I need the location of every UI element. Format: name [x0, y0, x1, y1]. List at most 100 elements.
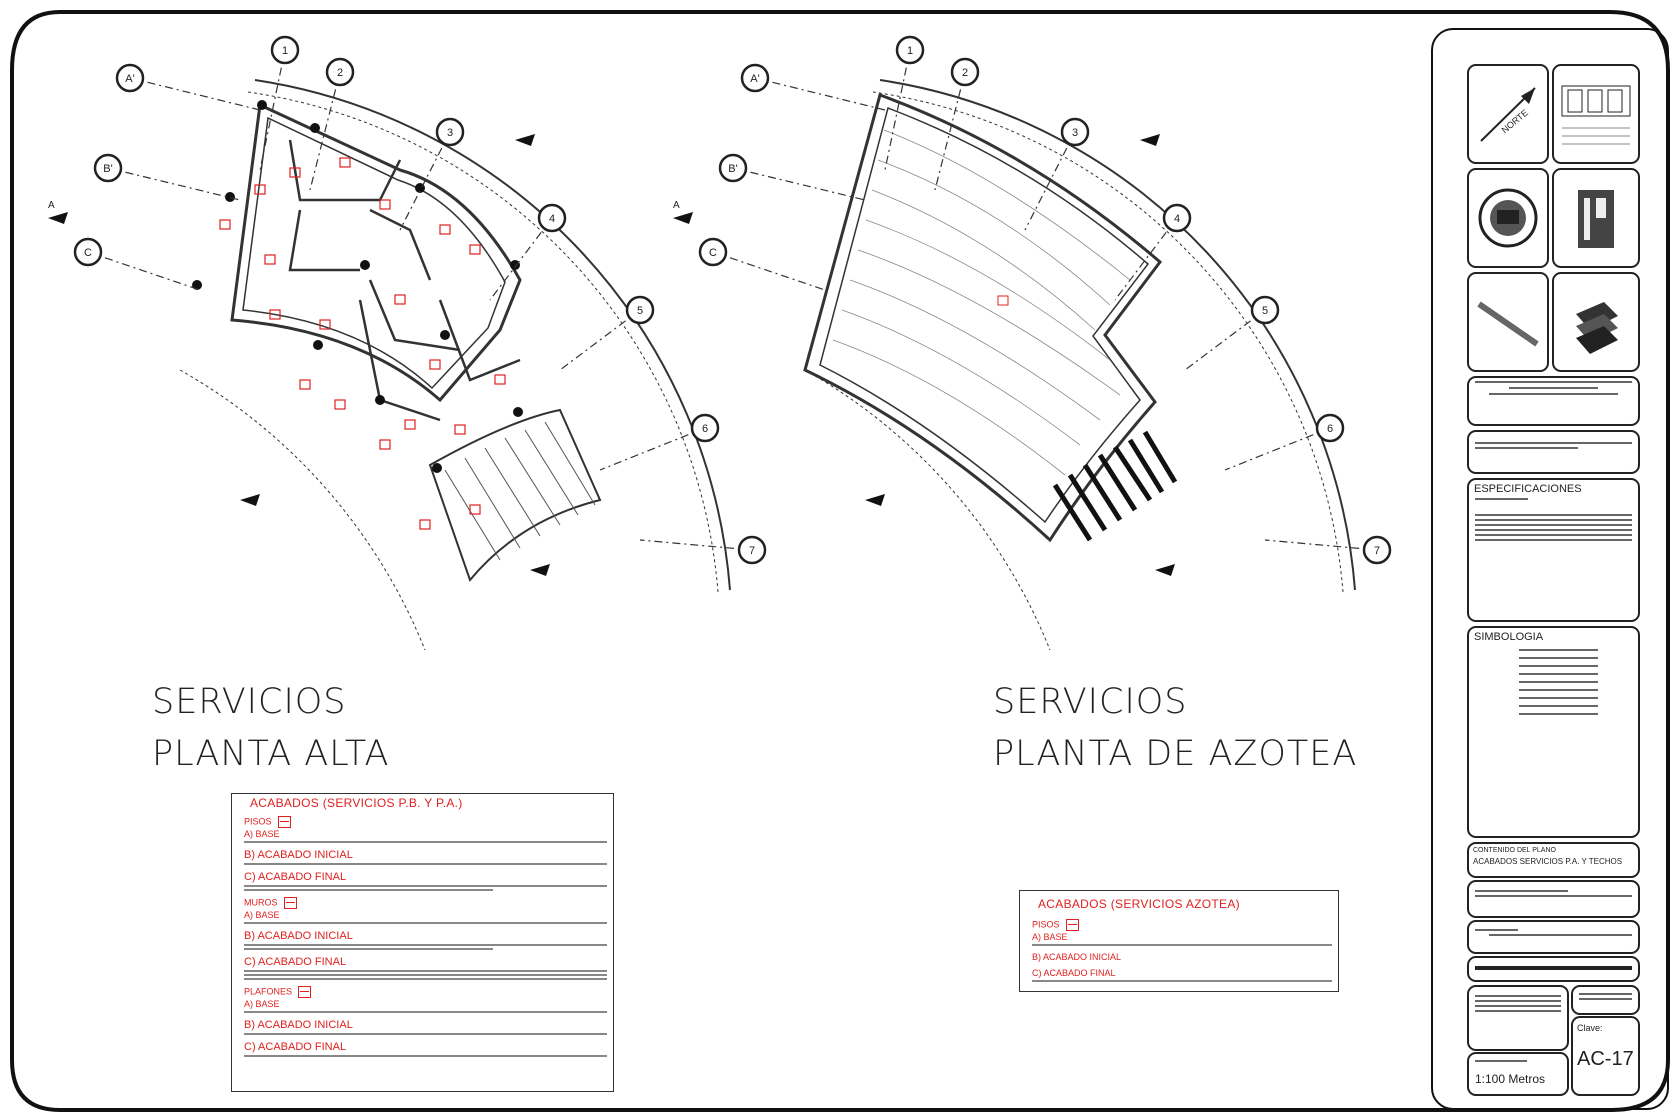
axis-grid-line — [599, 427, 706, 471]
axis-label: 3 — [1072, 127, 1078, 139]
axis-bubble — [690, 413, 720, 443]
section-label: A — [48, 200, 55, 211]
plan-content-cell: CONTENIDO DEL PLANO ACABADOS SERVICIOS P… — [1467, 842, 1640, 878]
plan-azotea-striped-zone — [1052, 430, 1178, 542]
axis-label: B' — [103, 163, 112, 175]
section-arrow-icon — [1155, 564, 1175, 576]
axis-label: A' — [750, 73, 759, 85]
date-cell — [1571, 985, 1640, 1015]
drawing-title-line1: SERVICIOS — [152, 682, 347, 722]
graphic-scale-cell — [1467, 956, 1640, 982]
section-arrow-icon — [530, 564, 550, 576]
legend-muros-inicial: B) ACABADO INICIAL — [244, 930, 353, 942]
plan-azotea-outer-arc-2 — [872, 91, 1344, 593]
axis-grid-line — [639, 539, 753, 551]
legend-muros-final: C) ACABADO FINAL — [244, 956, 347, 968]
axis-grid-line — [1264, 539, 1378, 551]
text-line — [1475, 534, 1632, 536]
axis-grid-line — [399, 131, 451, 231]
legend-text-line — [244, 1033, 607, 1035]
axis-grid-line — [1184, 309, 1266, 371]
axis-bubble — [698, 237, 728, 267]
legend-text-line — [244, 1055, 607, 1057]
axis-bubble — [718, 153, 748, 183]
section-arrow-icon — [865, 494, 885, 506]
legend-text-line — [244, 889, 493, 891]
axis-bubble — [740, 63, 770, 93]
text-line — [1475, 929, 1518, 931]
text-line — [1475, 519, 1632, 521]
axis-label: 5 — [1262, 305, 1268, 317]
axis-grid-line — [732, 167, 866, 201]
text-line — [1475, 1005, 1561, 1007]
axis-label: 4 — [549, 213, 555, 225]
legend-text-line — [244, 944, 607, 946]
legend-label: MUROS — [244, 897, 278, 908]
plan-alta-stair-hatch — [444, 421, 596, 561]
legend-plafones-final: C) ACABADO FINAL — [244, 1041, 347, 1053]
axis-bubble — [625, 295, 655, 325]
axis-bubble — [950, 57, 980, 87]
university-name-cell — [1467, 376, 1640, 426]
plan-planta-alta — [179, 79, 731, 651]
legend-text-line — [244, 922, 607, 924]
legend-plafones-base: A) BASE — [244, 999, 280, 1009]
legend-acabado-inicial: B) ACABADO INICIAL — [244, 849, 353, 861]
axis-label: 6 — [1327, 423, 1333, 435]
text-line — [1579, 993, 1632, 995]
drawing-title-azotea: SERVICIOS PLANTA DE AZOTEA — [993, 676, 1357, 780]
axis-bubble — [1315, 413, 1345, 443]
text-line — [1475, 539, 1632, 541]
project-logo-cell — [1552, 272, 1640, 372]
title-block: NORTE — [1431, 28, 1669, 1110]
legend-title: ACABADOS (SERVICIOS AZOTEA) — [1038, 897, 1240, 911]
text-line — [1475, 524, 1632, 526]
legend-acabado-final: C) ACABADO FINAL — [244, 871, 347, 883]
floor-finish-icon — [277, 816, 291, 828]
ceiling-finish-icon — [298, 986, 312, 998]
legend-title: ACABADOS (SERVICIOS P.B. Y P.A.) — [250, 796, 463, 810]
axis-grid-line — [107, 167, 241, 201]
drawing-title-line2: PLANTA ALTA — [152, 734, 390, 774]
axis-bubble — [435, 117, 465, 147]
sheet-key-cell: Clave: AC-17 — [1571, 1016, 1640, 1096]
axis-bubble — [325, 57, 355, 87]
project-name-cell — [1467, 880, 1640, 918]
legend-text-line — [244, 970, 607, 972]
plan-alta-finish-tags — [219, 157, 506, 530]
legend-text-line — [244, 863, 607, 865]
text-line — [1475, 1000, 1561, 1002]
axis-label: 7 — [1374, 545, 1380, 557]
axis-grid-line — [87, 251, 201, 291]
axis-bubble — [1162, 203, 1192, 233]
axis-label: 2 — [337, 67, 343, 79]
axis-grid-line — [754, 77, 886, 111]
text-line — [1519, 697, 1598, 699]
legend-section-muros: MUROS — [244, 897, 613, 909]
text-line — [1475, 995, 1561, 997]
text-line — [1519, 681, 1598, 683]
location-sketch-icon — [1561, 85, 1631, 145]
text-line — [1519, 689, 1598, 691]
axis-label: 1 — [282, 45, 288, 57]
text-line — [1475, 442, 1632, 444]
text-line — [1509, 387, 1598, 389]
drawing-title-planta-alta: SERVICIOS PLANTA ALTA — [152, 676, 390, 780]
plan-alta-inner-arc — [179, 369, 426, 651]
plan-azotea-outer-arc — [879, 79, 1356, 591]
unam-logo-cell — [1467, 168, 1549, 268]
arquitectura-wordmark-icon — [1477, 301, 1539, 347]
legend-text-line — [244, 974, 607, 976]
text-line — [1519, 665, 1598, 667]
axis-grid-line — [259, 49, 286, 171]
plan-azotea-finish-tag — [997, 295, 1009, 306]
plan-content-label: CONTENIDO DEL PLANO — [1473, 847, 1556, 854]
plan-azotea-roof-inner — [819, 107, 1150, 524]
specifications-title: ESPECIFICACIONES — [1474, 483, 1582, 495]
sheet-key-value: AC-17 — [1577, 1048, 1634, 1070]
legend-text-line — [244, 1011, 607, 1013]
plan-alta-stair-area — [428, 408, 602, 582]
axis-label: A' — [125, 73, 134, 85]
